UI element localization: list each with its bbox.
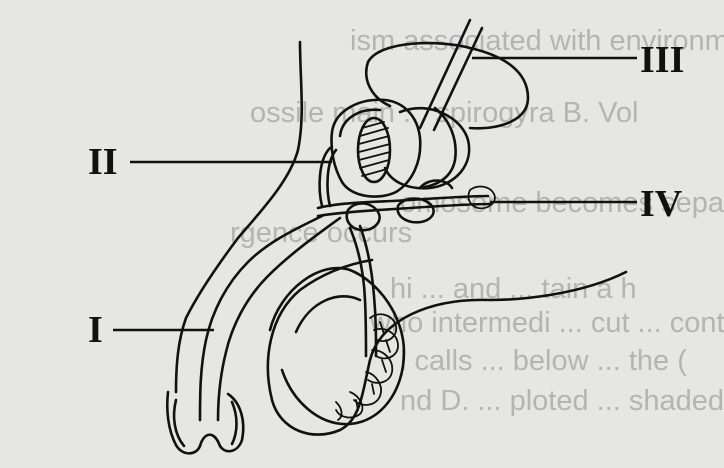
pointers — [113, 56, 637, 332]
body-outline — [174, 40, 628, 436]
label-IV: IV — [640, 183, 683, 225]
bg-line-6: who intermedi ... cut ... contain — [369, 307, 724, 339]
label-I: I — [88, 309, 103, 351]
label-III: III — [640, 39, 684, 81]
vas-deferens — [316, 106, 496, 218]
bg-line-8: nd D. ... ploted ... shaded to — [400, 385, 724, 417]
labels: III II IV I — [88, 39, 684, 351]
urethra — [198, 214, 378, 422]
gland-region — [330, 98, 454, 232]
bg-line-7: l calls ... below ... the ( — [400, 345, 687, 377]
glans — [165, 390, 245, 455]
label-II: II — [88, 141, 118, 183]
testis — [268, 266, 406, 426]
bg-line-1: ism associated with environment. D. slo — [350, 25, 724, 57]
